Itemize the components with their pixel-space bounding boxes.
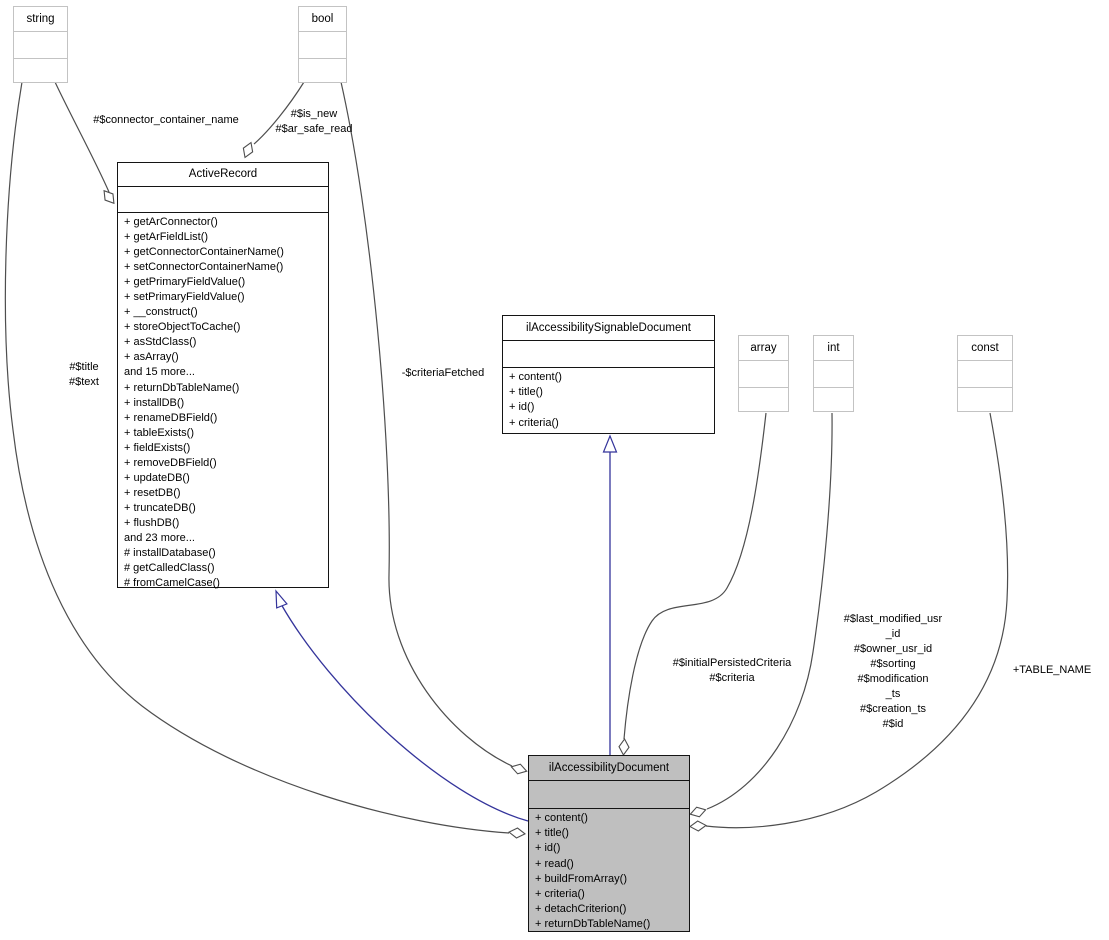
- empty-compartment: [739, 360, 788, 387]
- inheritance-arrowhead-activerecord: [275, 589, 288, 609]
- method-label: + fieldExists(): [124, 441, 191, 454]
- method-label: + storeObjectToCache(): [124, 321, 241, 334]
- empty-compartment: [958, 360, 1012, 387]
- method-label: + returnDbTableName(): [535, 918, 651, 931]
- empty-compartment: [814, 360, 853, 387]
- method-label: + truncateDB(): [124, 501, 196, 514]
- aggregation-diamond-table-name: [688, 820, 708, 832]
- method-label: + __construct(): [124, 306, 198, 319]
- method-label: + asArray(): [124, 351, 179, 364]
- method-label: + flushDB(): [124, 516, 180, 529]
- aggregation-diamond-criteria-array: [618, 737, 630, 757]
- method-label: # getCalledClass(): [124, 562, 215, 575]
- type-title: array: [750, 342, 777, 354]
- empty-compartment: [299, 31, 346, 58]
- type-node-string: string: [13, 6, 68, 83]
- type-node-array: array: [738, 335, 789, 412]
- class-title: ActiveRecord: [188, 168, 258, 180]
- edge-label-is-new-ar-safe-read: #$is_new #$ar_safe_read: [275, 108, 353, 135]
- aggregation-diamond-title-text: [508, 827, 526, 839]
- method-label: + setPrimaryFieldValue(): [124, 291, 245, 304]
- method-label: + buildFromArray(): [535, 872, 627, 885]
- method-label: + updateDB(): [124, 471, 190, 484]
- method-label: + read(): [535, 857, 574, 870]
- method-label: + id(): [509, 401, 535, 414]
- empty-compartment: [739, 387, 788, 412]
- edge-document-inherits-activerecord: [280, 603, 529, 822]
- class-method-list: + content() + title() + id() + read() + buil…: [529, 808, 689, 933]
- edge-const-to-document: [705, 412, 1009, 829]
- method-label: + tableExists(): [124, 426, 194, 439]
- class-title: ilAccessibilityDocument: [548, 762, 670, 774]
- class-method-list: + getArConnector() + getArFieldList() + ge…: [118, 212, 328, 591]
- class-attributes-empty: [118, 186, 328, 212]
- aggregation-diamond-criteria-fetched: [510, 763, 528, 775]
- empty-compartment: [14, 31, 67, 58]
- method-label: + getPrimaryFieldValue(): [124, 276, 246, 289]
- method-label: + renameDBField(): [124, 411, 218, 424]
- edge-label-criteria-fetched: -$criteriaFetched: [401, 367, 485, 379]
- type-node-int: int: [813, 335, 854, 412]
- method-label: + getArFieldList(): [124, 231, 209, 244]
- class-title: ilAccessibilitySignableDocument: [526, 322, 691, 334]
- method-label: + installDB(): [124, 396, 185, 409]
- aggregation-diamond-is-new: [242, 141, 254, 159]
- method-label: + title(): [535, 827, 569, 840]
- class-attributes-empty: [529, 780, 689, 808]
- edge-int-to-document: [706, 412, 833, 810]
- method-label: + returnDbTableName(): [124, 381, 240, 394]
- method-label: and 23 more...: [124, 531, 195, 544]
- class-method-list: + content() + title() + id() + criteria(): [503, 367, 714, 436]
- empty-compartment: [958, 387, 1012, 412]
- method-label: + title(): [509, 386, 543, 399]
- empty-compartment: [299, 58, 346, 83]
- aggregation-diamond-int-attributes: [689, 806, 707, 818]
- type-title: int: [827, 342, 840, 354]
- method-label: and 15 more...: [124, 366, 195, 379]
- method-label: + criteria(): [535, 888, 585, 901]
- type-title: const: [971, 342, 999, 354]
- class-attributes-empty: [503, 340, 714, 367]
- type-node-const: const: [957, 335, 1013, 412]
- type-node-bool: bool: [298, 6, 347, 83]
- method-label: + setConnectorContainerName(): [124, 261, 284, 274]
- edge-array-to-document: [623, 412, 767, 740]
- method-label: + id(): [535, 842, 561, 855]
- method-label: + getConnectorContainerName(): [124, 246, 284, 259]
- type-title: string: [26, 13, 55, 25]
- class-node-activerecord[interactable]: ActiveRecord + getArConnector() + getArFi…: [117, 162, 329, 591]
- method-label: + asStdClass(): [124, 336, 197, 349]
- empty-compartment: [14, 58, 67, 83]
- method-label: + content(): [535, 812, 588, 824]
- method-label: # fromCamelCase(): [124, 577, 220, 590]
- edge-string-to-document: [4, 81, 510, 834]
- method-label: + getArConnector(): [124, 216, 218, 228]
- type-title: bool: [311, 13, 334, 25]
- method-label: + resetDB(): [124, 486, 181, 499]
- method-label: + detachCriterion(): [535, 903, 627, 916]
- class-node-accessibility-document[interactable]: ilAccessibilityDocument + content() + tit…: [528, 755, 690, 932]
- method-label: + removeDBField(): [124, 456, 217, 469]
- edge-bool-to-activerecord: [253, 81, 305, 145]
- empty-compartment: [814, 387, 853, 412]
- edge-string-to-activerecord: [54, 81, 110, 193]
- edge-label-initial-persisted-criteria: #$initialPersistedCriteria #$criteria: [672, 657, 792, 684]
- method-label: + content(): [509, 371, 562, 383]
- edge-label-table-name: +TABLE_NAME: [1012, 664, 1092, 676]
- edge-bool-to-document: [340, 81, 513, 767]
- edge-label-int-attributes: #$last_modified_usr _id #$owner_usr_id #…: [843, 613, 943, 730]
- inheritance-arrowhead-signabledocument: [602, 434, 618, 453]
- class-node-signable-document[interactable]: ilAccessibilitySignableDocument + conten…: [502, 315, 715, 434]
- edge-label-connector-container-name: #$connector_container_name: [93, 114, 239, 126]
- aggregation-diamond-connector-container-name: [103, 189, 115, 205]
- method-label: + criteria(): [509, 416, 559, 429]
- edge-label-title-text: #$title #$text: [69, 361, 99, 388]
- method-label: # installDatabase(): [124, 547, 216, 560]
